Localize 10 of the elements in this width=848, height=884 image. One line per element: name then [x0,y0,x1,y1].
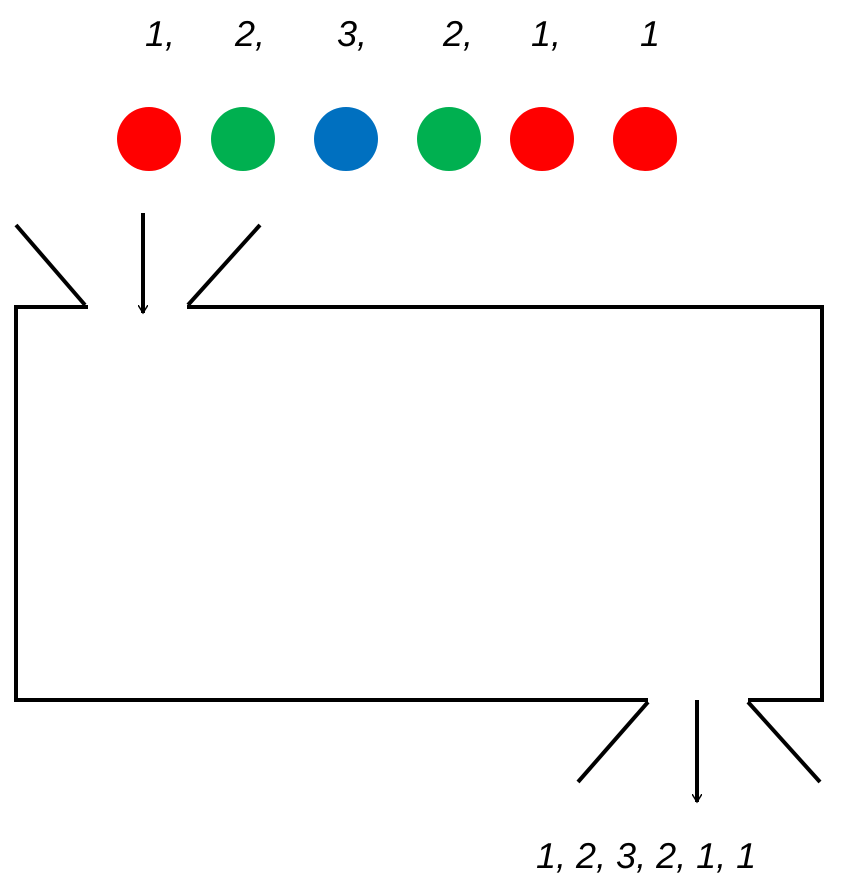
arrow [137,213,149,314]
output-sequence: 1, 2, 3, 2, 1, 1 [536,835,756,877]
sequence-number: 1, [530,14,562,54]
container-outline [14,305,824,702]
sequence-number: 3, [336,14,368,54]
sequence-number: 1, [144,14,176,54]
sequence-number: 1 [640,14,660,54]
sequence-number: 2, [234,14,266,54]
sequence-number: 2, [442,14,474,54]
arrow [691,700,703,803]
